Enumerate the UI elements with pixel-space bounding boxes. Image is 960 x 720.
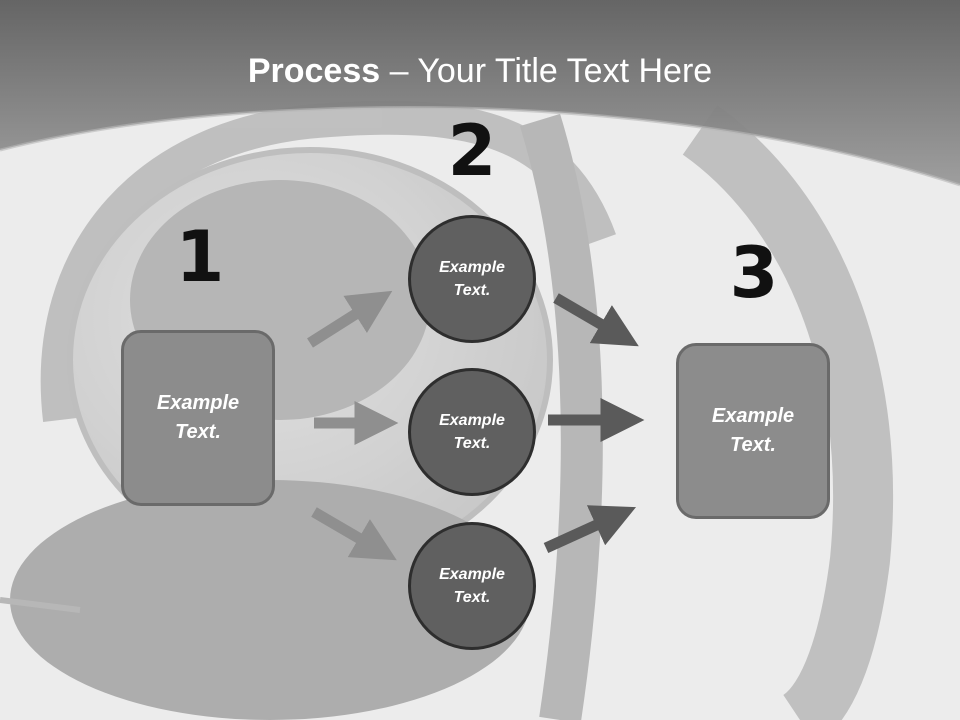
slide-title: Process – Your Title Text Here: [0, 52, 960, 91]
step-2-circle-bottom: Example Text.: [408, 522, 536, 650]
title-bold: Process: [247, 52, 381, 90]
step-3-label: Example Text.: [711, 405, 795, 456]
title-rest: – Your Title Text Here: [380, 52, 713, 90]
step-2-circle-middle: Example Text.: [408, 368, 536, 496]
step-2-circle-bottom-label: Example Text.: [439, 566, 505, 606]
step-number-2: 2: [447, 110, 497, 192]
step-2-circle-top: Example Text.: [408, 215, 536, 343]
arrow-1-to-2-top: [307, 290, 393, 348]
step-2-circle-middle-label: Example Text.: [439, 412, 505, 452]
step-1-label: Example Text.: [156, 392, 240, 443]
step-1-box: Example Text.: [121, 330, 275, 506]
arrow-2-bottom-to-3: [543, 505, 637, 554]
step-2-circle-top-label: Example Text.: [439, 259, 505, 299]
step-3-box: Example Text.: [676, 343, 830, 519]
step-number-3: 3: [729, 232, 779, 314]
arrow-1-to-2-bottom: [311, 507, 397, 561]
step-number-1: 1: [175, 216, 225, 298]
arrow-2-top-to-3: [553, 293, 639, 347]
